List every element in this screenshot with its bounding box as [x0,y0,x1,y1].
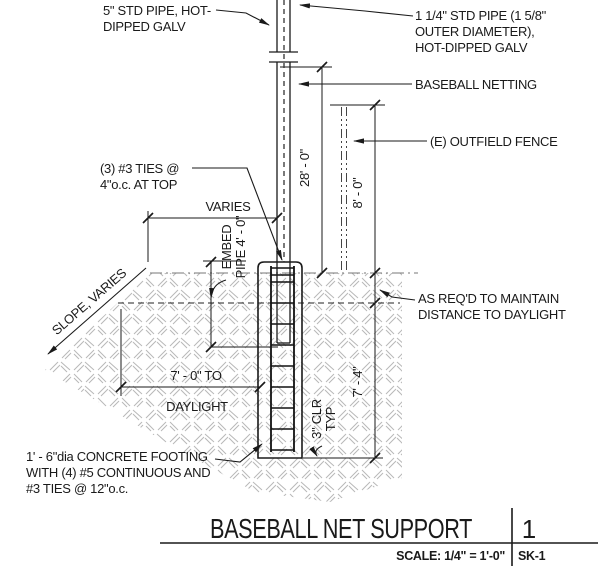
support-pole [269,0,298,344]
rebar-cage [270,266,295,452]
dim-to-daylight-1: 7' - 0" TO [170,368,221,383]
scale-label: SCALE: 1/4" = 1'-0" [396,549,505,563]
dimension-varies: VARIES [142,199,283,262]
ties-top-label-1: (3) #3 TIES @ [100,161,179,176]
as-reqd-label-2: DISTANCE TO DAYLIGHT [418,307,566,322]
concrete-footing [257,261,303,459]
note-footing: 1' - 6"dia CONCRETE FOOTING WITH (4) #5 … [26,443,263,496]
clr-label-1: 3" CLR [309,399,324,439]
note-as-reqd: AS REQ'D TO MAINTAIN DISTANCE TO DAYLIGH… [379,289,566,322]
dim-footing-depth: 7' - 4" [350,366,365,398]
pipe-1-25in-label-3: HOT-DIPPED GALV [415,40,528,55]
note-netting: BASEBALL NETTING [298,77,537,92]
clr-label-2: TYP [323,407,338,431]
detail-title: BASEBALL NET SUPPORT [210,513,472,544]
footing-label-2: WITH (4) #5 CONTINUOUS AND [26,465,210,480]
pipe-1-25in-label-1: 1 1/4" STD PIPE (1 5/8" [415,8,547,23]
embed-label-2: PIPE 4' - 0" [233,215,248,278]
as-reqd-label-1: AS REQ'D TO MAINTAIN [418,291,559,306]
dim-pole-height: 28' - 0" [297,148,312,187]
note-pipe-5in: 5" STD PIPE, HOT- DIPPED GALV [103,3,270,34]
netting-label: BASEBALL NETTING [415,77,537,92]
note-outfield-fence: (E) OUTFIELD FENCE [353,134,558,149]
detail-number: 1 [522,514,536,544]
dimension-fence-height: 8' - 0" 7' - 4" [350,99,381,464]
clr-annotation: 3" CLR TYP [303,399,383,459]
dim-varies: VARIES [206,199,252,214]
dim-to-daylight-2: DAYLIGHT [166,399,228,414]
dimension-to-daylight: 7' - 0" TO DAYLIGHT [115,309,266,414]
dim-fence-height: 8' - 0" [350,177,365,209]
note-ties-top: (3) #3 TIES @ 4"o.c. AT TOP [100,161,283,261]
pipe-5in-label-2: DIPPED GALV [103,19,186,34]
footing-label-3: #3 TIES @ 12"o.c. [26,481,128,496]
pipe-1-25in-label-2: OUTER DIAMETER), [415,24,534,39]
embed-label-1: EMBED [219,225,234,270]
note-pipe-1-25in: 1 1/4" STD PIPE (1 5/8" OUTER DIAMETER),… [299,3,547,55]
title-block: BASEBALL NET SUPPORT 1 SCALE: 1/4" = 1'-… [160,508,598,566]
sheet-number: SK-1 [518,549,546,563]
outfield-fence-label: (E) OUTFIELD FENCE [430,134,558,149]
ties-top-label-2: 4"o.c. AT TOP [100,177,177,192]
dimension-embed: EMBED PIPE 4' - 0" [203,215,278,353]
footing-label-1: 1' - 6"dia CONCRETE FOOTING [26,449,208,464]
pipe-5in-label-1: 5" STD PIPE, HOT- [103,3,211,18]
dimension-pole-height: 28' - 0" [280,61,332,279]
